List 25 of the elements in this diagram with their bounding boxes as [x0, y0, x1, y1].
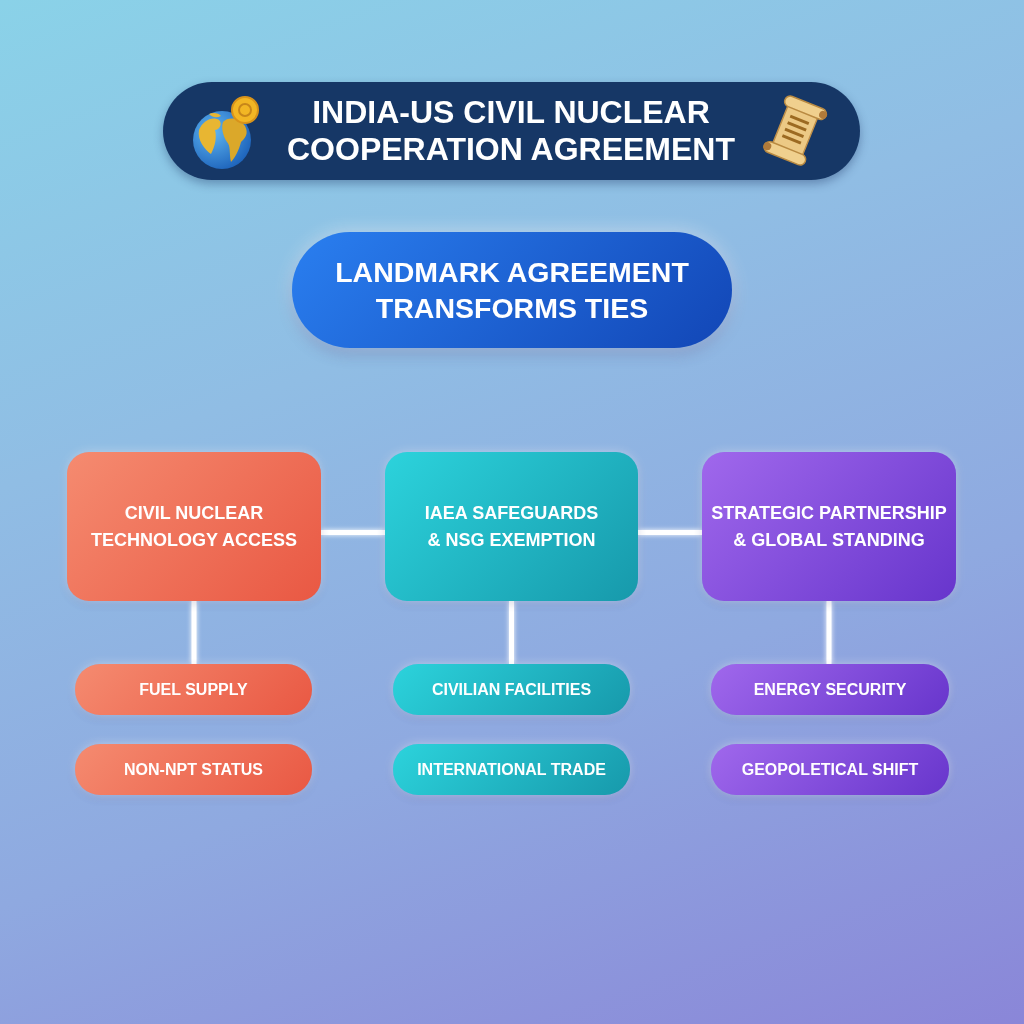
- connector-line: [638, 530, 702, 535]
- topic-pill: [393, 664, 630, 715]
- category-card: [67, 452, 321, 601]
- connector-line: [191, 601, 197, 664]
- node-text: STRATEGIC PARTNERSHIP & GLOBAL STANDING: [710, 501, 948, 552]
- node-text: ENERGY SECURITY: [753, 679, 907, 700]
- topic-pill: [711, 744, 949, 795]
- topic-pill: [75, 744, 312, 795]
- connector-line: [509, 601, 514, 664]
- node-text: CIVILIAN FACILITIES: [431, 679, 592, 700]
- node-text: INTERNATIONAL TRADE: [417, 759, 606, 780]
- title-text: INDIA-US CIVIL NUCLEAR COOPERATION AGREEMENT: [286, 94, 736, 168]
- node-text: IAEA SAFEGUARDS & NSG EXEMPTION: [423, 501, 600, 552]
- category-card: [385, 452, 638, 601]
- connector-line: [321, 530, 385, 535]
- node-text: NON-NPT STATUS: [124, 759, 263, 780]
- topic-pill: [711, 664, 949, 715]
- category-card: [702, 452, 956, 601]
- topic-pill: [75, 664, 312, 715]
- node-text: GEOPOLETICAL SHIFT: [741, 759, 919, 780]
- connector-line: [826, 601, 832, 664]
- node-text: FUEL SUPPLY: [139, 679, 248, 700]
- topic-pill: [393, 744, 630, 795]
- headline-text: LANDMARK AGREEMENT TRANSFORMS TIES: [334, 255, 690, 326]
- node-text: CIVIL NUCLEAR TECHNOLOGY ACCESS: [90, 501, 298, 552]
